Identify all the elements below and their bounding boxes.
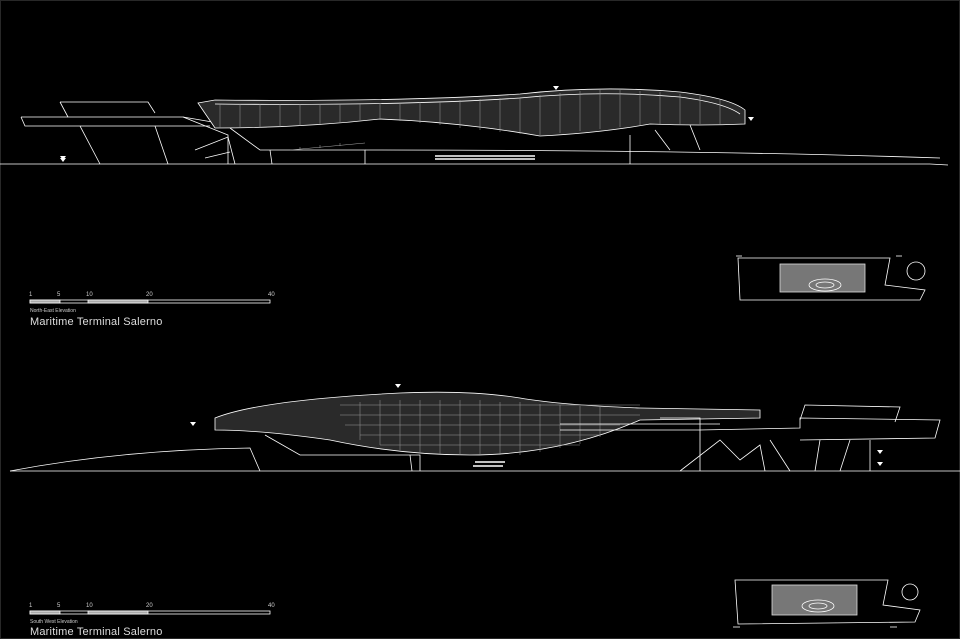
drawing-name: North-East Elevation xyxy=(30,308,76,314)
entry-wedge xyxy=(194,136,236,165)
level-markers-bottom xyxy=(190,384,883,466)
scale-bar-2 xyxy=(29,610,271,615)
lower-structure-2 xyxy=(264,434,421,472)
ramp-line xyxy=(364,149,941,159)
ground-slope xyxy=(929,163,949,166)
key-plan-2 xyxy=(733,579,921,628)
scale-tick: 20 xyxy=(146,603,153,609)
scale-tick: 1 xyxy=(29,292,33,298)
wedge-supports xyxy=(79,116,229,165)
facade-mullions xyxy=(219,90,721,135)
key-plan-1 xyxy=(736,255,926,301)
north-east-elevation xyxy=(0,88,949,166)
scale-tick: 20 xyxy=(146,292,153,298)
drawing-name: South West Elevation xyxy=(30,619,78,625)
ramp-2 xyxy=(9,447,261,472)
right-deck xyxy=(660,417,941,471)
scale-tick: 10 xyxy=(86,292,93,298)
upper-wedge xyxy=(59,101,156,118)
stair-block-2 xyxy=(473,461,505,467)
balcony-rails xyxy=(560,423,720,431)
scale-tick: 5 xyxy=(57,603,61,609)
right-supports xyxy=(679,439,871,472)
scale-tick: 40 xyxy=(268,603,275,609)
right-upper-wedge xyxy=(799,404,901,423)
scale-tick: 1 xyxy=(29,603,33,609)
lower-structure xyxy=(229,124,701,165)
cantilever-deck xyxy=(20,116,231,127)
scale-bar-1 xyxy=(29,299,271,304)
scale-tick: 40 xyxy=(268,292,275,298)
roof-shell xyxy=(197,88,746,137)
drawing-title: Maritime Terminal Salerno xyxy=(30,626,163,638)
scale-tick: 5 xyxy=(57,292,61,298)
stair-treads xyxy=(289,142,366,151)
south-west-elevation xyxy=(9,391,960,472)
roof-shell-2 xyxy=(214,391,761,456)
facade-panels-2 xyxy=(340,400,640,455)
level-markers-top xyxy=(60,86,754,162)
drawing-title: Maritime Terminal Salerno xyxy=(30,316,163,328)
scale-tick: 10 xyxy=(86,603,93,609)
stair-block xyxy=(435,155,535,160)
